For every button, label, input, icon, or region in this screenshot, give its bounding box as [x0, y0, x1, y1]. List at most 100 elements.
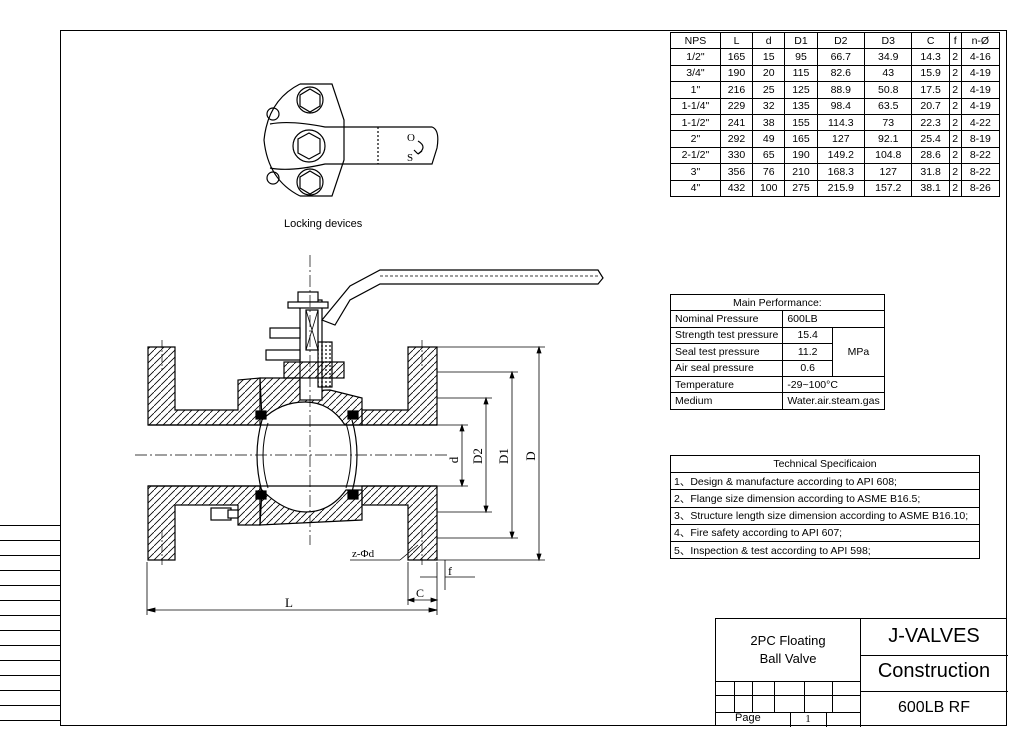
dimensions-cell: 275: [784, 179, 818, 197]
dimensions-cell: 66.7: [816, 48, 866, 66]
dimensions-cell: 25: [752, 81, 786, 99]
dimensions-cell: 3/4": [670, 64, 721, 83]
dimensions-cell: 104.8: [864, 146, 913, 165]
dimensions-column-header: NPS: [670, 31, 721, 50]
pressure-unit: MPa: [832, 326, 885, 377]
air-pressure-value: 0.6: [782, 359, 834, 377]
page-label: Page: [735, 712, 761, 724]
dimensions-cell: 2: [948, 113, 962, 132]
dimensions-cell: 25.4: [911, 130, 950, 148]
open-mark: O: [407, 132, 415, 144]
dimensions-cell: 165: [719, 48, 754, 66]
dimension-label-L: L: [285, 595, 293, 610]
dimensions-cell: 241: [719, 113, 754, 132]
technical-spec-title: Technical Specificaion: [670, 454, 980, 474]
dimensions-cell: 4-16: [960, 48, 1001, 66]
dimensions-cell: 73: [864, 113, 913, 132]
dimensions-cell: 88.9: [816, 81, 866, 99]
dimensions-cell: 135: [784, 97, 818, 115]
dimensions-column-header: L: [719, 31, 754, 50]
dimensions-column-header: C: [911, 31, 950, 50]
dimensions-cell: 15.9: [911, 64, 950, 83]
dimensions-cell: 190: [719, 64, 754, 83]
dimension-lines: [146, 345, 545, 615]
dimensions-cell: 8-19: [960, 130, 1001, 148]
dimensions-cell: 1": [670, 81, 721, 99]
technical-spec-item: 2、Flange size dimension according to ASM…: [670, 489, 980, 508]
dimensions-cell: 1/2": [670, 48, 721, 66]
dimensions-cell: 4-19: [960, 97, 1001, 115]
dimensions-cell: 14.3: [911, 48, 950, 66]
dimensions-cell: 330: [719, 146, 754, 165]
title-block: 2PC Floating Ball Valve J-VALVES Constru…: [715, 618, 1008, 727]
dimensions-cell: 8-22: [960, 163, 1001, 181]
dimensions-cell: 2-1/2": [670, 146, 721, 165]
dimensions-cell: 2: [948, 179, 962, 197]
dimensions-column-header: f: [948, 31, 962, 50]
locking-device-drawing: [263, 83, 439, 197]
left-flange: [147, 346, 261, 426]
dimensions-cell: 92.1: [864, 130, 913, 148]
dimensions-cell: 22.3: [911, 113, 950, 132]
dimensions-column-header: d: [752, 31, 786, 50]
technical-spec-table: Technical Specificaion 1、Design & manufa…: [670, 454, 980, 560]
temperature-value: -29~100°C: [782, 375, 885, 394]
dimension-label-f: f: [448, 564, 452, 578]
dimensions-column-header: D3: [864, 31, 913, 50]
air-pressure-label: Air seal pressure: [669, 359, 784, 377]
dimensions-cell: 32: [752, 97, 786, 115]
technical-spec-item: 3、Structure length size dimension accord…: [670, 506, 980, 525]
strength-pressure-label: Strength test pressure: [669, 326, 784, 345]
dimensions-cell: 82.6: [816, 64, 866, 83]
product-name-line1: 2PC Floating: [750, 633, 826, 648]
dimensions-cell: 127: [816, 130, 866, 148]
main-performance-table: Main Performance: Nominal Pressure 600LB…: [669, 293, 885, 410]
dimensions-cell: 2: [948, 97, 962, 115]
dimensions-cell: 65: [752, 146, 786, 165]
medium-label: Medium: [669, 392, 784, 410]
dimensions-cell: 76: [752, 163, 786, 181]
dimensions-cell: 229: [719, 97, 754, 115]
dimensions-cell: 115: [784, 64, 818, 83]
dimensions-cell: 2: [948, 130, 962, 148]
drawing-frame: [60, 30, 1007, 726]
dimensions-cell: 2: [948, 64, 962, 83]
dimensions-cell: 100: [752, 179, 786, 197]
company-name: J-VALVES: [888, 625, 980, 647]
dimensions-cell: 4-19: [960, 81, 1001, 99]
dimensions-cell: 168.3: [816, 163, 866, 181]
shut-mark: S: [407, 152, 413, 164]
dimensions-column-header: D1: [784, 31, 818, 50]
dimensions-cell: 155: [784, 113, 818, 132]
dimensions-cell: 114.3: [816, 113, 866, 132]
dimensions-cell: 38: [752, 113, 786, 132]
dimensions-cell: 2: [948, 48, 962, 66]
temperature-label: Temperature: [669, 375, 784, 394]
product-name-line2: Ball Valve: [759, 651, 817, 666]
dimensions-cell: 43: [864, 64, 913, 83]
dimensions-cell: 216: [719, 81, 754, 99]
dimensions-cell: 127: [864, 163, 913, 181]
technical-spec-item: 1、Design & manufacture according to API …: [670, 472, 980, 491]
dimensions-cell: 4-22: [960, 113, 1001, 132]
dimensions-column-header: D2: [816, 31, 866, 50]
dimensions-cell: 356: [719, 163, 754, 181]
dimensions-cell: 157.2: [864, 179, 913, 197]
dimensions-cell: 17.5: [911, 81, 950, 99]
seal-pressure-label: Seal test pressure: [669, 343, 784, 361]
dimensions-cell: 20.7: [911, 97, 950, 115]
dimensions-cell: 38.1: [911, 179, 950, 197]
dimensions-cell: 8-22: [960, 146, 1001, 165]
drawing-type: Construction: [877, 660, 991, 682]
bolt-hole-label: z-Φd: [352, 548, 375, 560]
